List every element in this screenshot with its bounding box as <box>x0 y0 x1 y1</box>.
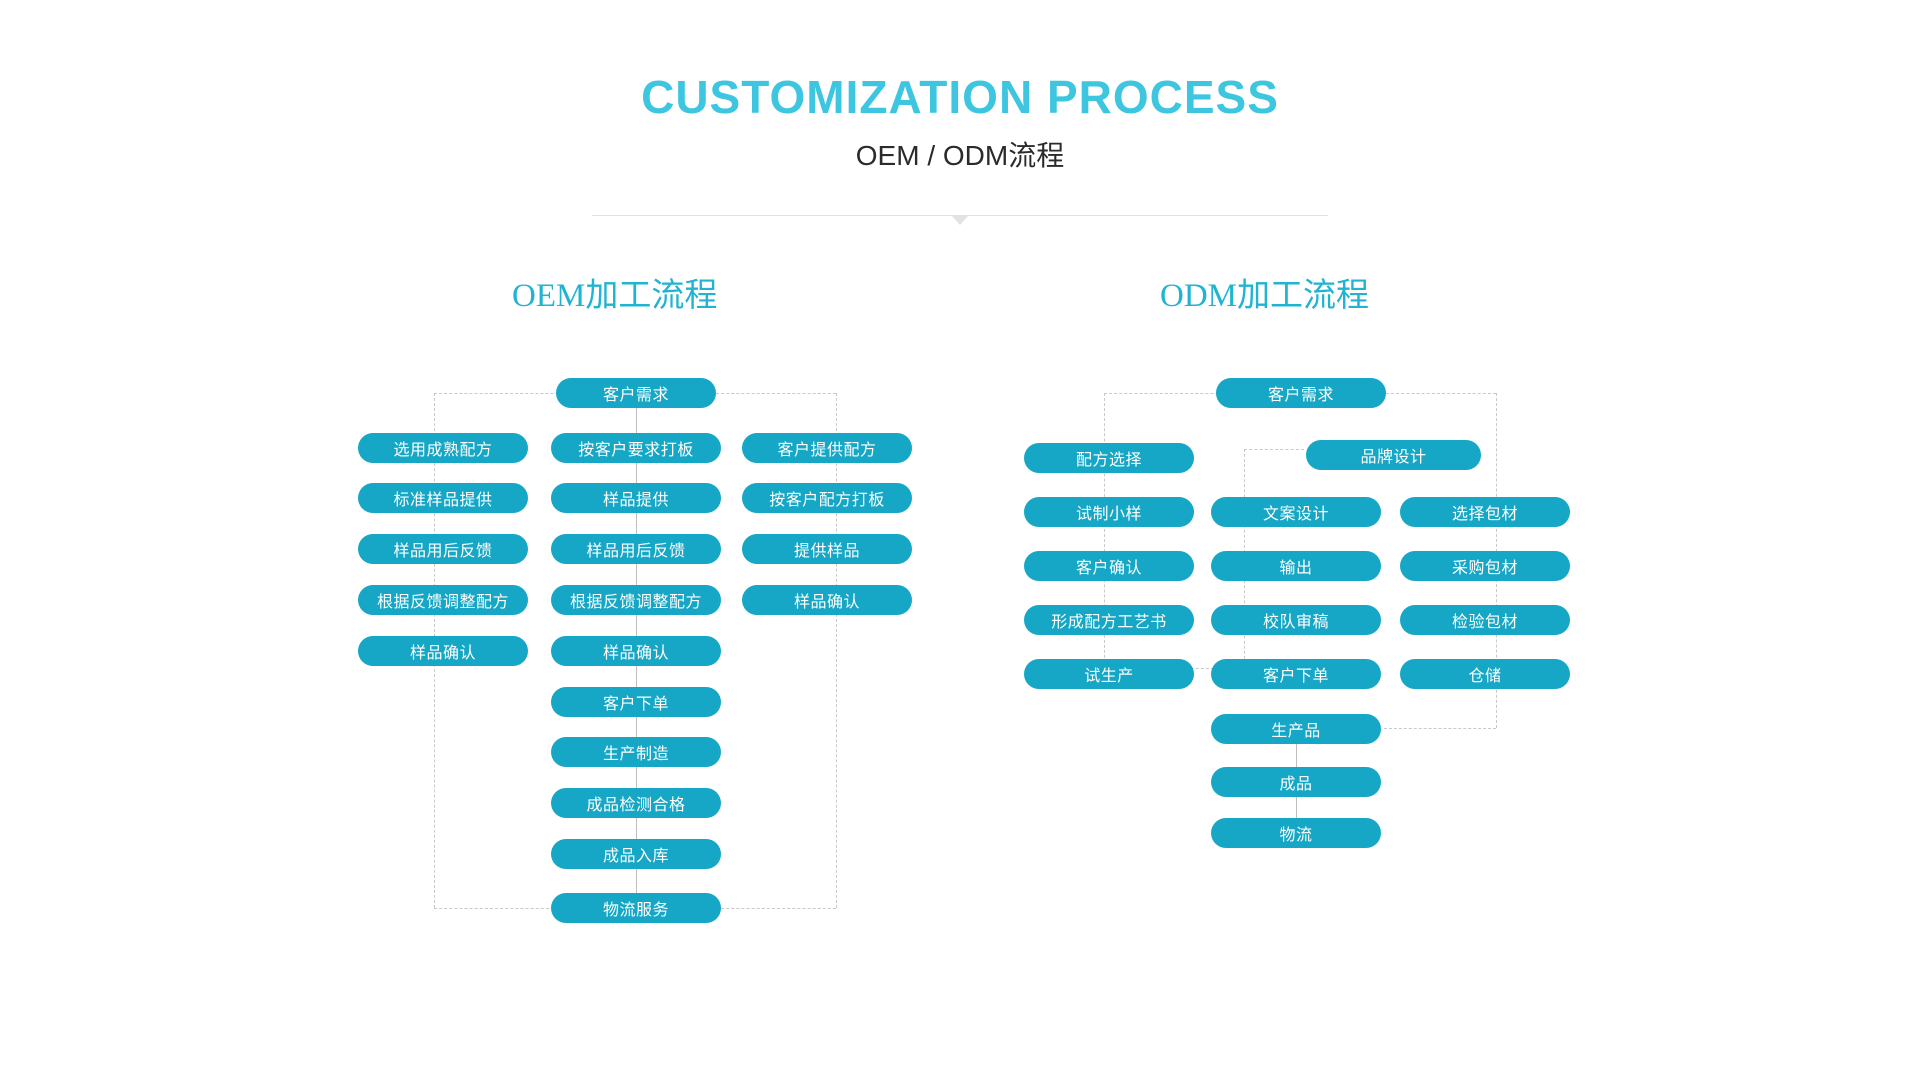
odm-right-node-1[interactable]: 选择包材 <box>1400 497 1570 527</box>
odm-middle-node-2[interactable]: 文案设计 <box>1211 497 1381 527</box>
odm-middle-node-7[interactable]: 成品 <box>1211 767 1381 797</box>
section-title-odm: ODM加工流程 <box>1160 278 1370 314</box>
odm-right-node-4[interactable]: 仓储 <box>1400 659 1570 689</box>
oem-right-node-1[interactable]: 客户提供配方 <box>742 433 912 463</box>
oem-middle-node-6[interactable]: 客户下单 <box>551 687 721 717</box>
oem-middle-node-9[interactable]: 成品入库 <box>551 839 721 869</box>
odm-middle-node-8[interactable]: 物流 <box>1211 818 1381 848</box>
odm-left-node-1[interactable]: 配方选择 <box>1024 443 1194 473</box>
section-title-oem: OEM加工流程 <box>512 278 718 314</box>
odm-connector-root-left <box>1104 393 1254 394</box>
oem-left-node-2[interactable]: 标准样品提供 <box>358 483 528 513</box>
divider-line <box>592 215 1328 216</box>
oem-left-node-4[interactable]: 根据反馈调整配方 <box>358 585 528 615</box>
page-header: CUSTOMIZATION PROCESS OEM / ODM流程 <box>0 0 1920 172</box>
odm-left-node-5[interactable]: 试生产 <box>1024 659 1194 689</box>
odm-right-node-3[interactable]: 检验包材 <box>1400 605 1570 635</box>
odm-connector-brand-to-copy <box>1244 449 1304 450</box>
oem-node-root[interactable]: 客户需求 <box>556 378 716 408</box>
oem-right-node-4[interactable]: 样品确认 <box>742 585 912 615</box>
oem-left-node-5[interactable]: 样品确认 <box>358 636 528 666</box>
header-divider <box>592 215 1328 237</box>
oem-connector-right-vertical <box>836 393 837 908</box>
odm-connector-right-bottom <box>1384 728 1496 729</box>
oem-left-node-3[interactable]: 样品用后反馈 <box>358 534 528 564</box>
odm-right-node-2[interactable]: 采购包材 <box>1400 551 1570 581</box>
oem-left-node-1[interactable]: 选用成熟配方 <box>358 433 528 463</box>
oem-connector-root-left <box>434 393 584 394</box>
odm-connector-left-vertical <box>1104 393 1105 668</box>
oem-middle-node-3[interactable]: 样品用后反馈 <box>551 534 721 564</box>
page-title: CUSTOMIZATION PROCESS <box>641 71 1279 123</box>
odm-middle-node-6[interactable]: 生产品 <box>1211 714 1381 744</box>
odm-middle-node-3[interactable]: 输出 <box>1211 551 1381 581</box>
oem-right-node-2[interactable]: 按客户配方打板 <box>742 483 912 513</box>
oem-connector-right-bottom <box>716 908 836 909</box>
oem-middle-node-4[interactable]: 根据反馈调整配方 <box>551 585 721 615</box>
odm-left-node-2[interactable]: 试制小样 <box>1024 497 1194 527</box>
oem-connector-root-right <box>716 393 836 394</box>
oem-middle-node-5[interactable]: 样品确认 <box>551 636 721 666</box>
oem-middle-node-2[interactable]: 样品提供 <box>551 483 721 513</box>
oem-middle-node-7[interactable]: 生产制造 <box>551 737 721 767</box>
oem-middle-node-10[interactable]: 物流服务 <box>551 893 721 923</box>
odm-left-node-4[interactable]: 形成配方工艺书 <box>1024 605 1194 635</box>
odm-connector-root-right <box>1386 393 1496 394</box>
odm-middle-node-5[interactable]: 客户下单 <box>1211 659 1381 689</box>
oem-middle-node-8[interactable]: 成品检测合格 <box>551 788 721 818</box>
divider-arrow-icon <box>952 216 968 225</box>
odm-middle-node-4[interactable]: 校队审稿 <box>1211 605 1381 635</box>
odm-node-root[interactable]: 客户需求 <box>1216 378 1386 408</box>
page-subtitle: OEM / ODM流程 <box>855 139 1065 171</box>
oem-middle-node-1[interactable]: 按客户要求打板 <box>551 433 721 463</box>
odm-middle-node-1[interactable]: 品牌设计 <box>1306 440 1481 470</box>
oem-right-node-3[interactable]: 提供样品 <box>742 534 912 564</box>
odm-left-node-3[interactable]: 客户确认 <box>1024 551 1194 581</box>
oem-connector-left-bottom <box>434 908 554 909</box>
